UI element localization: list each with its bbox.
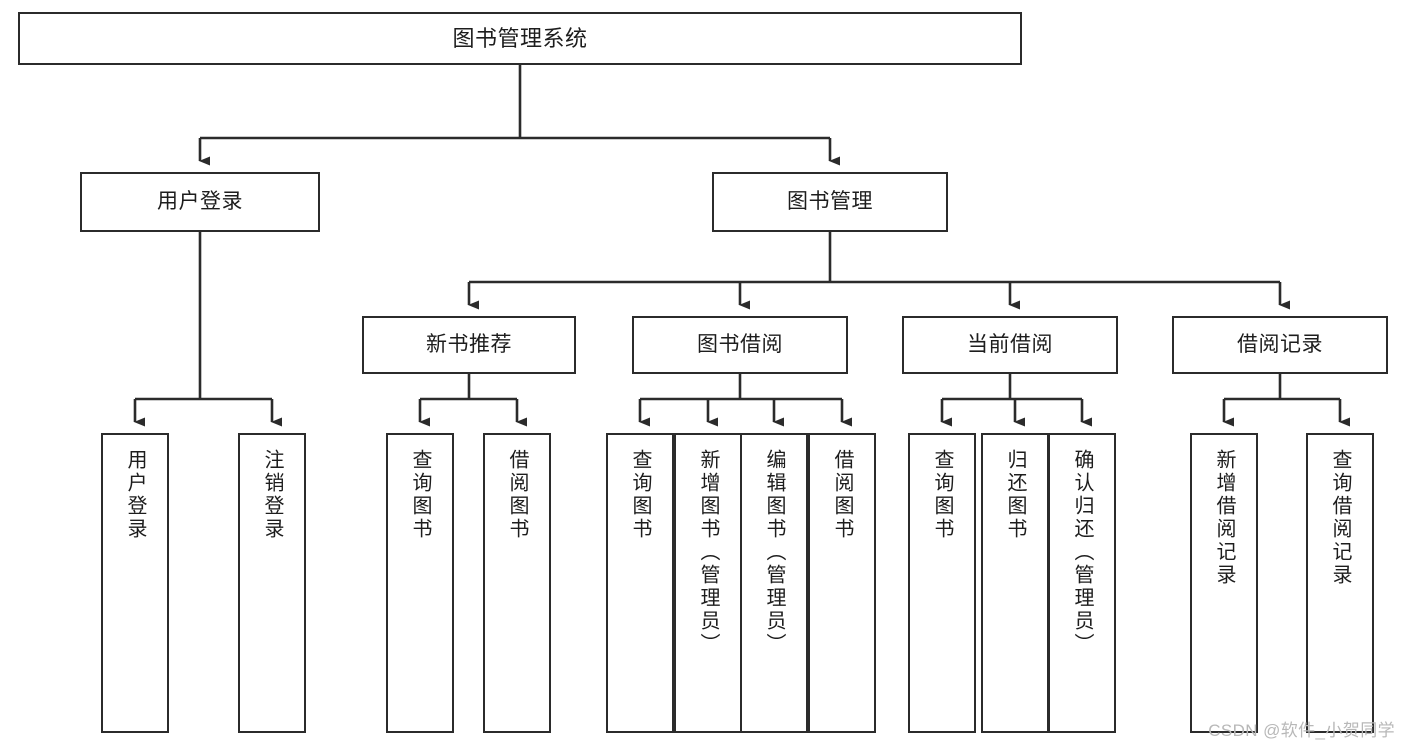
- node-label: 图书借阅: [697, 332, 783, 356]
- node-label: 归还图书: [1004, 449, 1026, 541]
- node-label: 编辑图书（管理员）: [763, 449, 785, 656]
- node-label: 新增借阅记录: [1213, 449, 1235, 587]
- node-label: 查询借阅记录: [1329, 449, 1351, 587]
- node-label: 新书推荐: [426, 332, 512, 356]
- node-leaf-user-logout[interactable]: 注销登录: [238, 433, 306, 733]
- node-label: 借阅图书: [506, 449, 528, 541]
- node-leaf-query-book-3[interactable]: 查询图书: [908, 433, 976, 733]
- node-leaf-borrow-book-2[interactable]: 借阅图书: [808, 433, 876, 733]
- node-leaf-borrow-book-1[interactable]: 借阅图书: [483, 433, 551, 733]
- node-new-book-rec[interactable]: 新书推荐: [362, 316, 576, 374]
- node-label: 确认归还（管理员）: [1071, 449, 1093, 656]
- watermark-text: CSDN @软件_小贺同学: [1208, 721, 1395, 740]
- node-leaf-query-book-1[interactable]: 查询图书: [386, 433, 454, 733]
- node-label: 当前借阅: [967, 332, 1053, 356]
- node-label: 图书管理: [787, 189, 873, 213]
- node-label: 借阅图书: [831, 449, 853, 541]
- node-leaf-return-book[interactable]: 归还图书: [981, 433, 1049, 733]
- node-label: 图书管理系统: [452, 25, 588, 51]
- node-leaf-add-book[interactable]: 新增图书（管理员）: [674, 433, 742, 733]
- node-root[interactable]: 图书管理系统: [18, 12, 1022, 65]
- node-book-borrow[interactable]: 图书借阅: [632, 316, 848, 374]
- node-label: 借阅记录: [1237, 332, 1323, 356]
- node-label: 查询图书: [629, 449, 651, 541]
- node-book-manage[interactable]: 图书管理: [712, 172, 948, 232]
- node-label: 新增图书（管理员）: [697, 449, 719, 656]
- node-leaf-query-book-2[interactable]: 查询图书: [606, 433, 674, 733]
- node-user-login[interactable]: 用户登录: [80, 172, 320, 232]
- node-label: 用户登录: [124, 449, 146, 541]
- node-label: 用户登录: [157, 189, 243, 213]
- node-label: 查询图书: [409, 449, 431, 541]
- node-leaf-edit-book[interactable]: 编辑图书（管理员）: [740, 433, 808, 733]
- node-leaf-confirm-return[interactable]: 确认归还（管理员）: [1048, 433, 1116, 733]
- node-label: 注销登录: [261, 449, 283, 541]
- node-label: 查询图书: [931, 449, 953, 541]
- node-borrow-record[interactable]: 借阅记录: [1172, 316, 1388, 374]
- node-leaf-add-record[interactable]: 新增借阅记录: [1190, 433, 1258, 733]
- node-leaf-query-record[interactable]: 查询借阅记录: [1306, 433, 1374, 733]
- node-current-borrow[interactable]: 当前借阅: [902, 316, 1118, 374]
- node-leaf-user-login[interactable]: 用户登录: [101, 433, 169, 733]
